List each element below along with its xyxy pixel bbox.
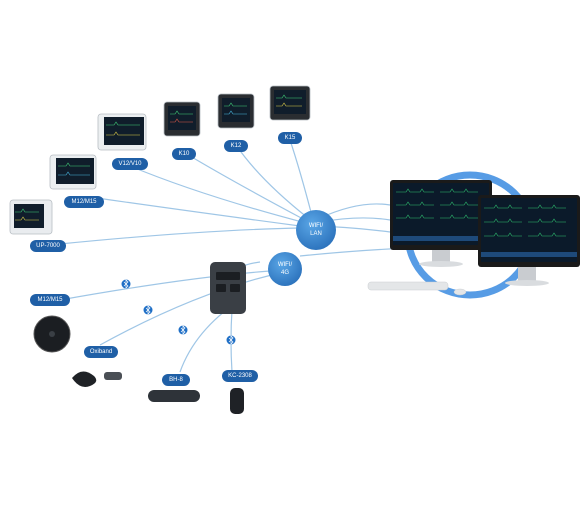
hub-lan-line2: LAN: [310, 230, 322, 238]
central-monitor-right: [478, 195, 580, 286]
label-k10: K10: [172, 148, 196, 160]
label-m12: M12/M15: [64, 196, 104, 208]
mouse: [454, 289, 466, 295]
label-k15: K15: [278, 132, 302, 144]
hub-4g-line2: 4G: [281, 269, 289, 277]
hub-wifi-lan: WIFI/ LAN: [296, 210, 336, 250]
hub-4g-line1: WIFI/: [278, 261, 292, 269]
monitor-m12: [50, 155, 96, 189]
gateway-device: [210, 262, 246, 314]
label-v12: V12/V10: [112, 158, 148, 170]
label-oxiband: Oxiband: [84, 346, 118, 358]
label-k12: K12: [224, 140, 248, 152]
label-kc2308: KC-2308: [222, 370, 258, 382]
label-bh8: BH-8: [162, 374, 190, 386]
thermometer-device: [230, 388, 244, 414]
label-up7000: UP-7000: [30, 240, 66, 252]
monitor-v12: [98, 114, 146, 150]
hub-wifi-4g: WIFI/ 4G: [268, 252, 302, 286]
bp-band: [148, 390, 200, 402]
label-m9: M12/M15: [30, 294, 70, 306]
monitor-k12: [218, 94, 254, 128]
keyboard: [368, 282, 448, 290]
connection-lines: [60, 140, 410, 372]
oximeter-ring: [72, 371, 122, 387]
monitor-k15: [270, 86, 310, 120]
hub-lan-line1: WIFI/: [309, 222, 323, 230]
monitor-k10: [164, 102, 200, 136]
monitor-up7000: [10, 200, 52, 234]
central-monitor-left: [390, 180, 492, 267]
